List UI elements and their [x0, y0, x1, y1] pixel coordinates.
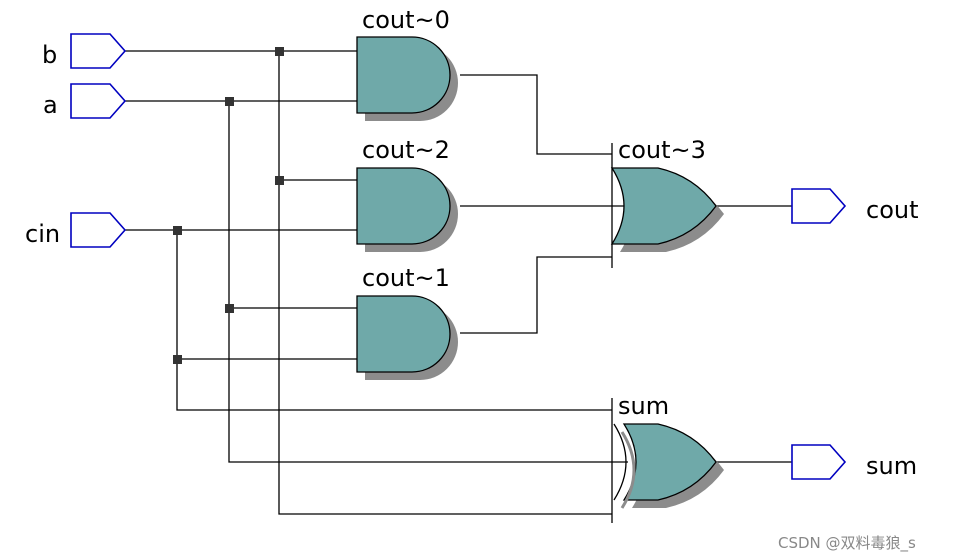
junction-b-1 [275, 47, 284, 56]
watermark: CSDN @双料毒狼_s [778, 534, 916, 553]
xor-gate-extra-arc [613, 423, 627, 501]
and-gate-cout0[interactable] [356, 36, 458, 121]
junctions [173, 47, 284, 364]
xor-gate-sum[interactable] [613, 423, 724, 509]
input-label-b: b [42, 41, 57, 69]
output-label-cout: cout [866, 196, 919, 224]
output-port-cout[interactable] [791, 188, 847, 224]
and-gate-body [356, 295, 451, 373]
junction-cin-2 [173, 355, 182, 364]
input-label-cin: cin [25, 220, 60, 248]
gate-label-cout3: cout~3 [618, 136, 706, 164]
output-port-sum[interactable] [791, 444, 847, 480]
input-port-a[interactable] [70, 83, 127, 119]
output-label-sum: sum [866, 452, 917, 480]
wire-a-bus [228, 101, 628, 463]
and-gate-cout2[interactable] [356, 167, 458, 252]
junction-a-2 [225, 304, 234, 313]
xor-gate-extra-arc [620, 431, 636, 509]
gate-label-sum: sum [618, 392, 669, 420]
gate-label-cout0: cout~0 [362, 6, 450, 34]
input-label-a: a [43, 91, 58, 119]
input-port-cin[interactable] [70, 212, 127, 248]
junction-cin-1 [173, 226, 182, 235]
or-gate-cout3[interactable] [610, 167, 724, 252]
gate-label-cout2: cout~2 [362, 136, 450, 164]
labels: b a cin cout sum cout~0 cout~2 cout~1 co… [25, 6, 919, 553]
and-gate-cout1[interactable] [356, 295, 458, 380]
wire-b-bus [278, 51, 612, 515]
wire-cout0-out [460, 74, 612, 155]
and-gate-body [356, 167, 451, 245]
gate-label-cout1: cout~1 [362, 264, 450, 292]
input-port-b[interactable] [70, 33, 127, 69]
and-gate-body [356, 36, 451, 114]
or-gate-body [610, 167, 717, 245]
wire-cout1-out [460, 256, 612, 334]
output-ports [791, 188, 847, 480]
input-ports [70, 33, 127, 248]
junction-a-1 [225, 97, 234, 106]
wires [125, 50, 792, 523]
wire-cin-bus [176, 230, 612, 411]
junction-b-2 [275, 176, 284, 185]
xor-gate-body [622, 423, 717, 501]
